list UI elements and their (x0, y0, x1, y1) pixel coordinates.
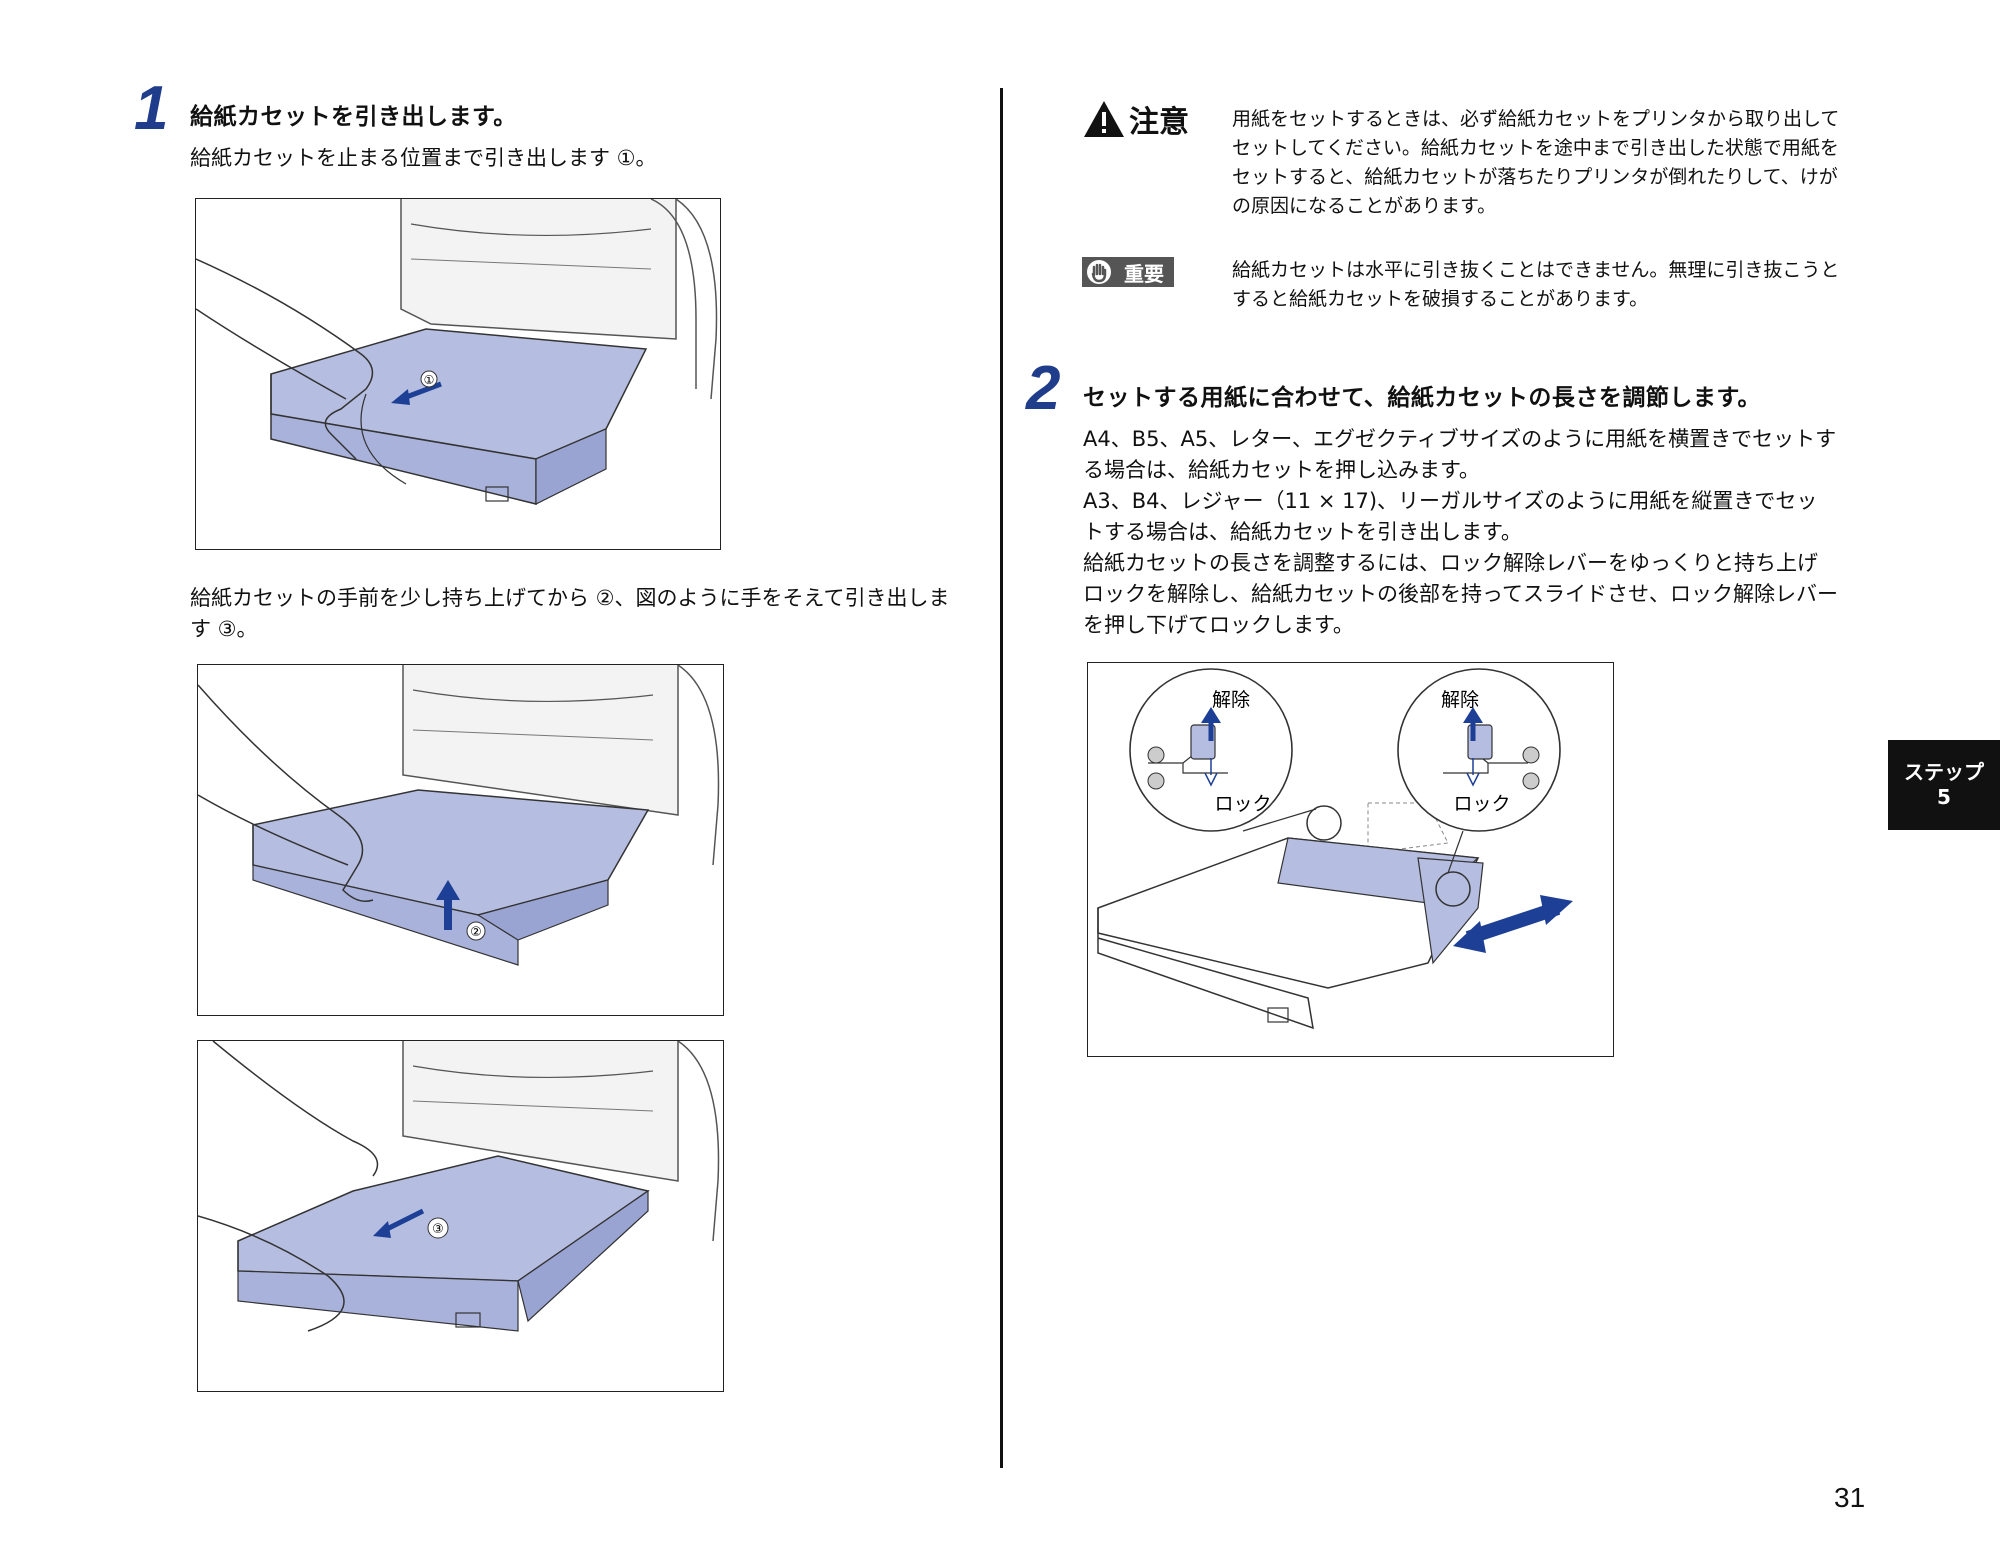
marker-3: ③ (432, 1222, 444, 1237)
text-line: A3、B4、レジャー（11 × 17)、リーガルサイズのように用紙を縦置きでセッ (1083, 489, 1818, 513)
cassette-illustration-3: ③ (198, 1041, 720, 1332)
text-line: トする場合は、給紙カセットを引き出します。 (1083, 520, 1522, 544)
text-line: 給紙カセットを止まる位置まで引き出します ①。 (190, 146, 657, 170)
figure-cassette-pull-out: ① (195, 198, 721, 550)
side-tab-line-2: 5 (1937, 785, 1951, 809)
step-1-text-1: 給紙カセットを止まる位置まで引き出します ①。 (190, 143, 657, 174)
text-line: すると給紙カセットを破損することがあります。 (1232, 288, 1649, 310)
marker-2: ② (470, 925, 482, 940)
text-line: 給紙カセットの手前を少し持ち上げてから ②、図のように手をそえて引き出しま (190, 586, 950, 610)
step-1-number: 1 (134, 74, 169, 143)
text-line: ロックを解除し、給紙カセットの後部を持ってスライドさせ、ロック解除レバー (1083, 582, 1838, 606)
warning-triangle-icon (1084, 101, 1124, 137)
text-line: 給紙カセットは水平に引き抜くことはできません。無理に引き抜こうと (1232, 259, 1840, 281)
step-2-text: A4、B5、A5、レター、エグゼクティブサイズのように用紙を横置きでセットす る… (1083, 424, 1838, 641)
text-line: 給紙カセットの長さを調整するには、ロック解除レバーをゆっくりと持ち上げ (1083, 551, 1818, 575)
step-1-title: 給紙カセットを引き出します。 (190, 104, 517, 130)
text-line: セットしてください。給紙カセットを途中まで引き出した状態で用紙を (1232, 137, 1839, 159)
text-line: の原因になることがあります。 (1232, 195, 1497, 217)
lock-label-right: ロック (1453, 793, 1510, 815)
figure-cassette-lift: ② (197, 664, 724, 1016)
side-tab-line-1: ステップ (1904, 760, 1984, 784)
step-1-text-2: 給紙カセットの手前を少し持ち上げてから ②、図のように手をそえて引き出しま す … (190, 583, 949, 645)
caution-text: 用紙をセットするときは、必ず給紙カセットをプリンタから取り出して セットしてくだ… (1232, 105, 1839, 221)
step-2-number: 2 (1026, 354, 1061, 423)
step-side-tab: ステップ 5 (1888, 740, 2000, 830)
cassette-illustration-1: ① (196, 199, 718, 505)
important-text: 給紙カセットは水平に引き抜くことはできません。無理に引き抜こうと すると給紙カセ… (1232, 256, 1839, 314)
important-label-text: 重要 (1124, 261, 1164, 286)
caution-label-text: 注意 (1129, 105, 1189, 140)
cassette-illustration-4: 解除 ロック 解除 ロック (1097, 668, 1573, 1030)
important-label: 重要 (1082, 257, 1174, 287)
text-line: る場合は、給紙カセットを押し込みます。 (1083, 458, 1480, 482)
text-line: を押し下げてロックします。 (1083, 613, 1354, 637)
column-divider (1000, 88, 1003, 1468)
marker-1: ① (424, 373, 435, 387)
text-line: A4、B5、A5、レター、エグゼクティブサイズのように用紙を横置きでセットす (1083, 427, 1837, 451)
release-label-right: 解除 (1441, 689, 1479, 711)
caution-label: 注意 (1083, 97, 1189, 141)
release-label-left: 解除 (1212, 689, 1250, 711)
hand-stop-icon (1087, 260, 1111, 284)
figure-cassette-remove: ③ (197, 1040, 724, 1392)
lock-label-left: ロック (1214, 793, 1271, 815)
figure-cassette-length-adjust: 解除 ロック 解除 ロック (1087, 662, 1614, 1057)
text-line: す ③。 (190, 617, 258, 641)
text-line: 用紙をセットするときは、必ず給紙カセットをプリンタから取り出して (1232, 108, 1840, 130)
text-line: セットすると、給紙カセットが落ちたりプリンタが倒れたりして、けが (1232, 166, 1838, 188)
step-2-title: セットする用紙に合わせて、給紙カセットの長さを調節します。 (1083, 385, 1762, 411)
page-number: 31 (1834, 1482, 1866, 1513)
cassette-illustration-2: ② (198, 665, 720, 966)
